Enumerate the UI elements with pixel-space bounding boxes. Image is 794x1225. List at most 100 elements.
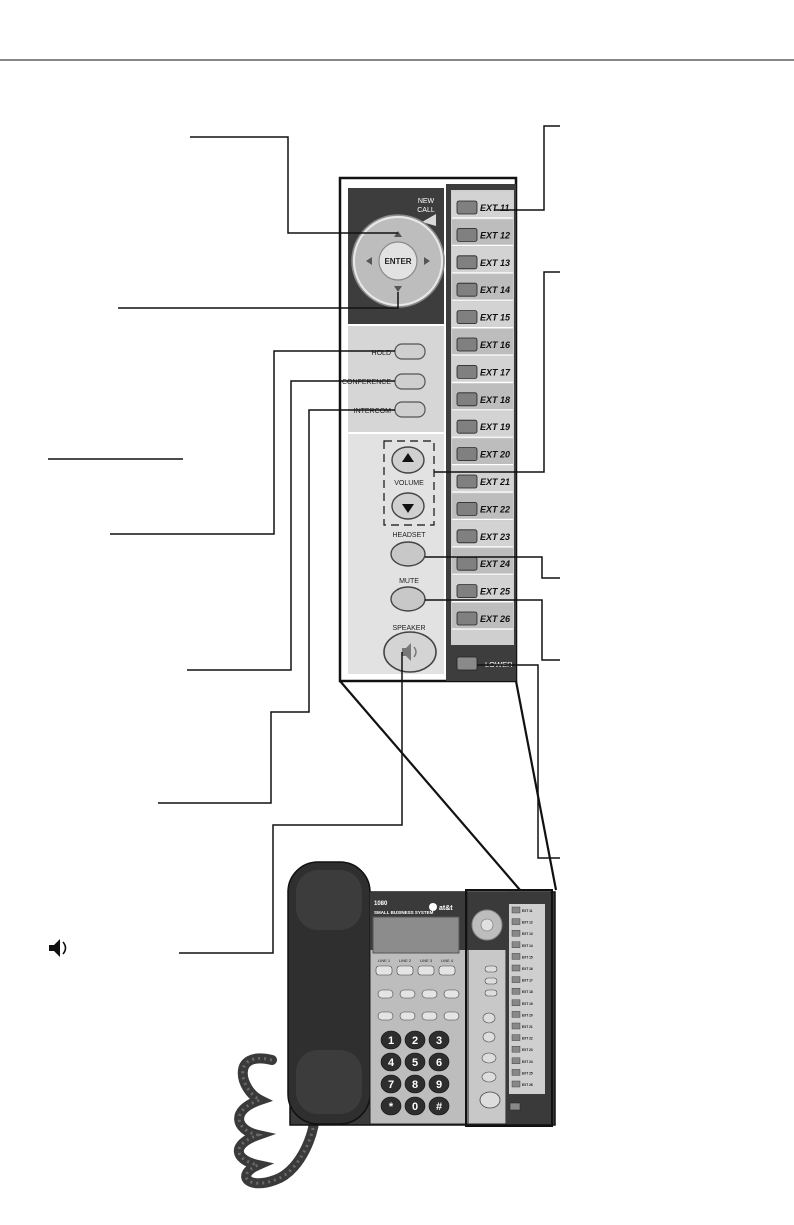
phone-extension-button[interactable] bbox=[511, 1045, 521, 1053]
phone-extension-button[interactable] bbox=[511, 906, 521, 914]
extension-label: EXT 14 bbox=[480, 285, 510, 295]
phone-conference-button[interactable] bbox=[484, 977, 498, 985]
phone-extension-label: EXT 23 bbox=[522, 1048, 533, 1052]
mute-button[interactable] bbox=[390, 586, 426, 612]
nav-left-icon[interactable] bbox=[366, 257, 372, 265]
model-label: 1080 bbox=[374, 901, 388, 907]
extension-button[interactable] bbox=[456, 419, 478, 434]
phone-extension-button[interactable] bbox=[511, 918, 521, 925]
phone-extension-button[interactable] bbox=[511, 1011, 521, 1018]
extension-button[interactable] bbox=[456, 474, 478, 489]
dial-key[interactable] bbox=[404, 1096, 426, 1116]
line-key[interactable] bbox=[417, 965, 435, 976]
extension-button[interactable] bbox=[456, 392, 478, 407]
phone-extension-button[interactable] bbox=[511, 1069, 521, 1076]
extension-button[interactable] bbox=[456, 529, 478, 544]
extension-button[interactable] bbox=[456, 556, 478, 571]
extension-label: EXT 20 bbox=[480, 450, 510, 460]
leader-speaker bbox=[179, 652, 403, 954]
enlarged-panel: NEW CALL ENTER HOLD CONFERENCE INTERCOM … bbox=[338, 176, 518, 683]
phone-extension-button[interactable] bbox=[511, 1022, 521, 1030]
extension-button[interactable] bbox=[456, 584, 478, 598]
nav-right-icon[interactable] bbox=[424, 257, 430, 265]
phone-extension-button[interactable] bbox=[511, 976, 521, 983]
nav-down-icon[interactable] bbox=[394, 286, 402, 292]
phone-intercom-button[interactable] bbox=[484, 989, 498, 997]
phone-extension-button[interactable] bbox=[511, 1080, 521, 1088]
phone-speaker-button[interactable] bbox=[479, 1091, 501, 1109]
headset-button[interactable] bbox=[390, 541, 426, 567]
extension-button[interactable] bbox=[456, 337, 478, 352]
extension-label: EXT 17 bbox=[480, 367, 511, 377]
dial-key[interactable] bbox=[380, 1074, 402, 1094]
phone-extension-button[interactable] bbox=[511, 941, 521, 948]
extension-label: EXT 24 bbox=[480, 559, 510, 569]
speaker-icon bbox=[49, 939, 67, 957]
extension-label: EXT 16 bbox=[480, 340, 511, 350]
function-key[interactable] bbox=[399, 1011, 416, 1021]
phone-extension-button[interactable] bbox=[511, 988, 521, 995]
function-key[interactable] bbox=[421, 989, 438, 999]
extension-button[interactable] bbox=[456, 310, 478, 325]
leader-hold bbox=[110, 350, 395, 535]
phone-extension-button[interactable] bbox=[511, 930, 521, 937]
new-call-button[interactable] bbox=[422, 214, 436, 226]
callout-lines bbox=[48, 125, 560, 954]
phone-mute-button[interactable] bbox=[481, 1071, 497, 1083]
line-key[interactable] bbox=[438, 965, 456, 976]
dial-key[interactable] bbox=[380, 1096, 402, 1116]
function-key[interactable] bbox=[443, 989, 460, 999]
function-key[interactable] bbox=[377, 989, 394, 999]
function-key[interactable] bbox=[421, 1011, 438, 1021]
dial-key[interactable] bbox=[380, 1030, 402, 1050]
leader-mute bbox=[425, 599, 560, 661]
function-key[interactable] bbox=[377, 1011, 394, 1021]
intercom-button[interactable] bbox=[394, 401, 426, 418]
extension-button[interactable] bbox=[456, 611, 478, 626]
nav-up-icon[interactable] bbox=[394, 231, 402, 237]
extension-button[interactable] bbox=[456, 227, 478, 242]
dial-key[interactable] bbox=[428, 1074, 450, 1094]
phone-lower-button[interactable] bbox=[509, 1102, 521, 1111]
extension-button[interactable] bbox=[456, 364, 478, 379]
phone-headset-button[interactable] bbox=[481, 1052, 497, 1064]
leader-volume bbox=[434, 271, 560, 473]
dial-key[interactable] bbox=[380, 1052, 402, 1072]
phone-hold-button[interactable] bbox=[484, 965, 498, 973]
phone-extension-button[interactable] bbox=[511, 1034, 521, 1041]
phone-extension-button[interactable] bbox=[511, 964, 521, 972]
phone-volume-up[interactable] bbox=[482, 1012, 496, 1024]
hold-label: HOLD bbox=[372, 350, 391, 357]
dial-key[interactable] bbox=[428, 1052, 450, 1072]
extension-button[interactable] bbox=[456, 200, 478, 215]
hold-button[interactable] bbox=[394, 343, 426, 360]
dial-key[interactable] bbox=[428, 1096, 450, 1116]
dial-key-label: # bbox=[436, 1101, 442, 1113]
phone-extension-button[interactable] bbox=[511, 999, 521, 1006]
extension-button[interactable] bbox=[456, 501, 478, 516]
phone-extension-label: EXT 12 bbox=[522, 921, 533, 925]
enter-button[interactable] bbox=[378, 241, 418, 281]
phone-extension-button[interactable] bbox=[511, 953, 521, 960]
conference-button[interactable] bbox=[394, 373, 426, 390]
phone-volume-down[interactable] bbox=[482, 1031, 496, 1043]
line-key[interactable] bbox=[396, 965, 414, 976]
line-key-label: LINE 1 bbox=[378, 958, 391, 963]
extension-button[interactable] bbox=[456, 282, 478, 297]
dial-key[interactable] bbox=[428, 1030, 450, 1050]
lower-button[interactable] bbox=[456, 656, 478, 671]
extension-label: EXT 11 bbox=[480, 203, 509, 213]
dial-key[interactable] bbox=[404, 1030, 426, 1050]
phone-extension-button[interactable] bbox=[511, 1057, 521, 1065]
extension-button[interactable] bbox=[456, 255, 478, 270]
line-key[interactable] bbox=[375, 965, 393, 976]
dial-key[interactable] bbox=[404, 1074, 426, 1094]
function-key[interactable] bbox=[443, 1011, 460, 1021]
dial-key-label: * bbox=[389, 1101, 394, 1113]
function-key[interactable] bbox=[399, 989, 416, 999]
extension-button[interactable] bbox=[456, 447, 478, 462]
phone-extension-label: EXT 19 bbox=[522, 1002, 533, 1006]
dial-key[interactable] bbox=[404, 1052, 426, 1072]
